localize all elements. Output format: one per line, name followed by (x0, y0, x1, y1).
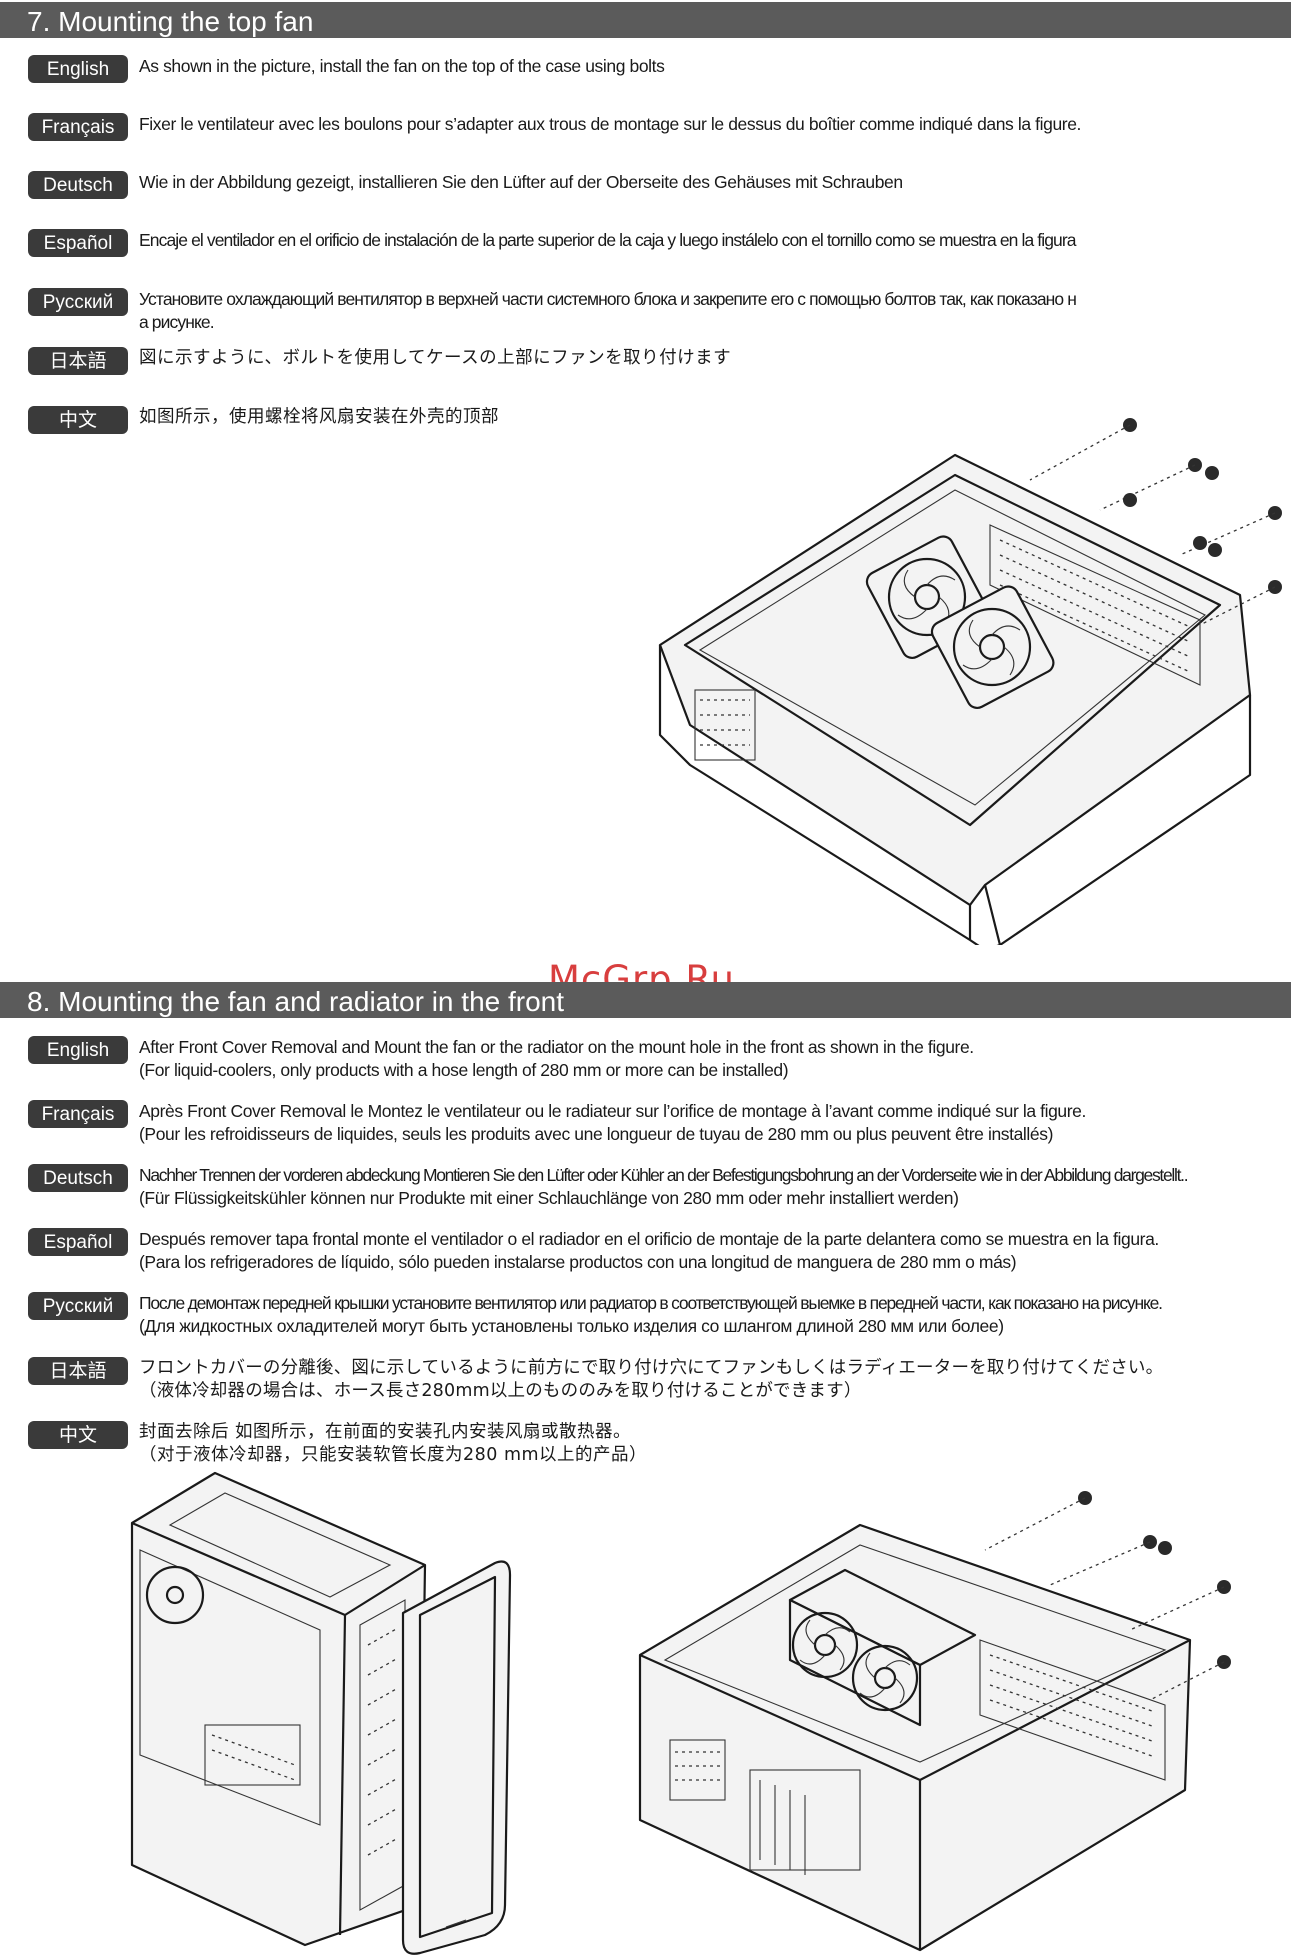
lang-badge-deutsch: Deutsch (28, 1164, 128, 1192)
screw-icon (1193, 536, 1207, 550)
lang-badge-francais: Français (28, 113, 128, 141)
fan-icon (851, 1644, 919, 1712)
instruction-text: フロントカバーの分離後、図に示しているように前方にで取り付け穴にてファンもしくは… (139, 1358, 1164, 1401)
instruction-text: 図に示すように、ボルトを使用してケースの上部にファンを取り付けます (139, 348, 732, 368)
screw-icon (1205, 466, 1219, 480)
radiator (788, 1568, 977, 1727)
instruction-text: After Front Cover Removal and Mount the … (139, 1037, 974, 1080)
top-fan-mounting-illustration (658, 418, 1282, 945)
screw-icon (984, 1491, 1092, 1551)
side-mesh-panel (989, 524, 1201, 686)
instruction-text: As shown in the picture, install the fan… (139, 56, 665, 76)
lang-badge-japanese: 日本語 (28, 1357, 128, 1385)
instruction-text: 如图所示，使用螺栓将风扇安装在外壳的顶部 (139, 407, 499, 427)
front-cover (401, 1560, 512, 1955)
lang-badge-japanese: 日本語 (28, 347, 128, 375)
instruction-text: Установите охлаждающий вентилятор в верх… (139, 289, 1077, 332)
screw-icon (1158, 1541, 1172, 1555)
screw-icon (1149, 1655, 1231, 1701)
instruction-text: Après Front Cover Removal le Montez le v… (139, 1101, 1086, 1144)
lang-badge-chinese: 中文 (28, 1421, 128, 1449)
screw-icon (1049, 1535, 1157, 1586)
side-mesh-panel (979, 1639, 1166, 1781)
screw-icon (1099, 458, 1202, 511)
instruction-text: Fixer le ventilateur avec les boulons po… (139, 114, 1081, 134)
instruction-text: После демонтаж передней крышки установит… (139, 1293, 1163, 1336)
rear-mesh (694, 689, 756, 761)
front-cover-removal-illustration (130, 1471, 512, 1955)
fan-icon (791, 1611, 859, 1679)
lang-badge-russian: Русский (28, 288, 128, 316)
lang-badge-english: English (28, 1036, 128, 1064)
fan-icon (930, 585, 1055, 710)
section-7-title: 7. Mounting the top fan (0, 2, 1291, 38)
screw-icon (1029, 418, 1137, 481)
instruction-text: 封面去除后 如图所示，在前面的安装孔内安装风扇或散热器。（对于液体冷却器，只能安… (139, 1422, 648, 1465)
screw-icon (1129, 1580, 1231, 1631)
screw-icon (1123, 493, 1137, 507)
lang-badge-espanol: Español (28, 229, 128, 257)
lang-badge-deutsch: Deutsch (28, 171, 128, 199)
section-8-title: 8. Mounting the fan and radiator in the … (0, 982, 1291, 1018)
fan-icon (145, 1565, 205, 1625)
instruction-text: Encaje el ventilador en el orificio de i… (139, 230, 1077, 250)
screw-icon (1208, 543, 1222, 557)
screw-icon (1199, 580, 1282, 626)
lang-badge-espanol: Español (28, 1228, 128, 1256)
instruction-text: Nachher Trennen der vorderen abdeckung M… (139, 1165, 1189, 1208)
lang-badge-english: English (28, 55, 128, 83)
lang-badge-russian: Русский (28, 1292, 128, 1320)
rear-mesh (669, 1739, 726, 1801)
lang-badge-francais: Français (28, 1100, 128, 1128)
front-fan-radiator-illustration (638, 1491, 1231, 1952)
lang-badge-chinese: 中文 (28, 406, 128, 434)
instruction-text: Wie in der Abbildung gezeigt, installier… (139, 172, 903, 192)
instruction-text: Después remover tapa frontal monte el ve… (139, 1229, 1159, 1272)
